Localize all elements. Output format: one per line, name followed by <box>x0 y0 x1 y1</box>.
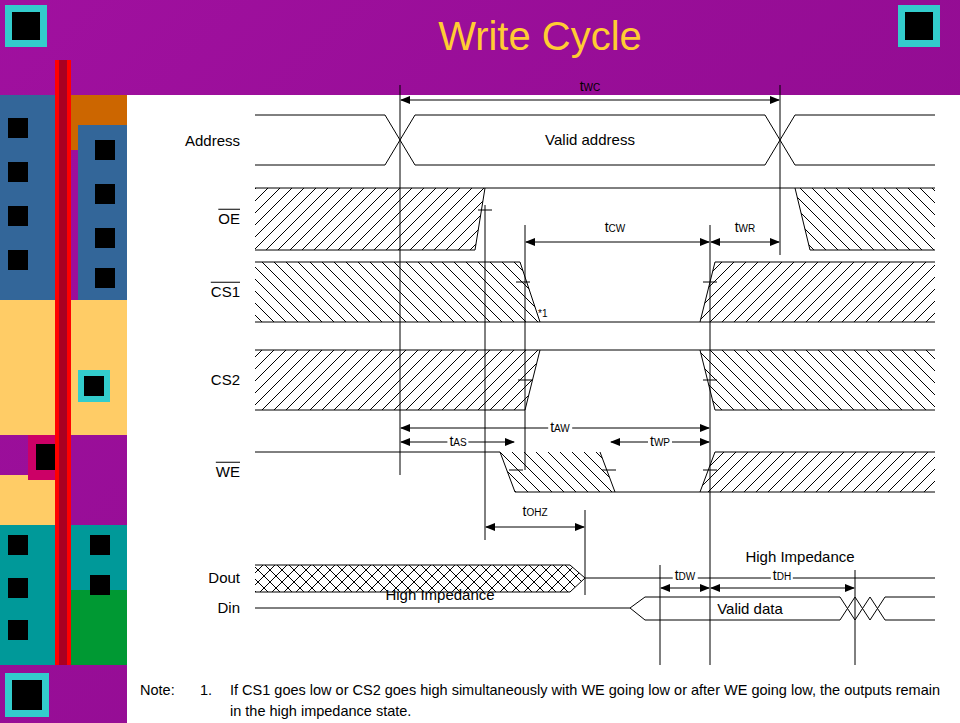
state-label: High Impedance <box>385 587 494 604</box>
signal-name: CS1 <box>211 284 240 301</box>
timing-parameter: tWC <box>580 79 601 94</box>
timing-parameter: tDH <box>771 568 793 583</box>
signal-name: Address <box>185 133 240 150</box>
timing-parameter: tWR <box>735 220 756 235</box>
bus-value: Valid data <box>717 601 783 618</box>
signal-name: WE <box>216 464 240 481</box>
state-label: High Impedance <box>745 549 854 566</box>
slide-title: Write Cycle <box>438 14 642 59</box>
note-number: 1. <box>200 680 212 701</box>
signal-name: CS2 <box>211 372 240 389</box>
signal-name: OE <box>218 211 240 228</box>
bus-value: Valid address <box>545 132 635 149</box>
signal-name: Dout <box>208 570 240 587</box>
timing-parameter: tDW <box>673 568 698 583</box>
footnote-mark: *1 <box>538 308 547 319</box>
note-text: If CS1 goes low or CS2 goes high simulta… <box>230 680 952 722</box>
signal-name: Din <box>217 600 240 617</box>
timing-parameter: tOHZ <box>523 504 548 519</box>
note-heading: Note: <box>140 680 175 701</box>
timing-parameter: tAS <box>447 434 468 449</box>
timing-parameter: tCW <box>605 220 626 235</box>
timing-parameter: tAW <box>548 420 572 435</box>
timing-parameter: tWP <box>648 434 672 449</box>
